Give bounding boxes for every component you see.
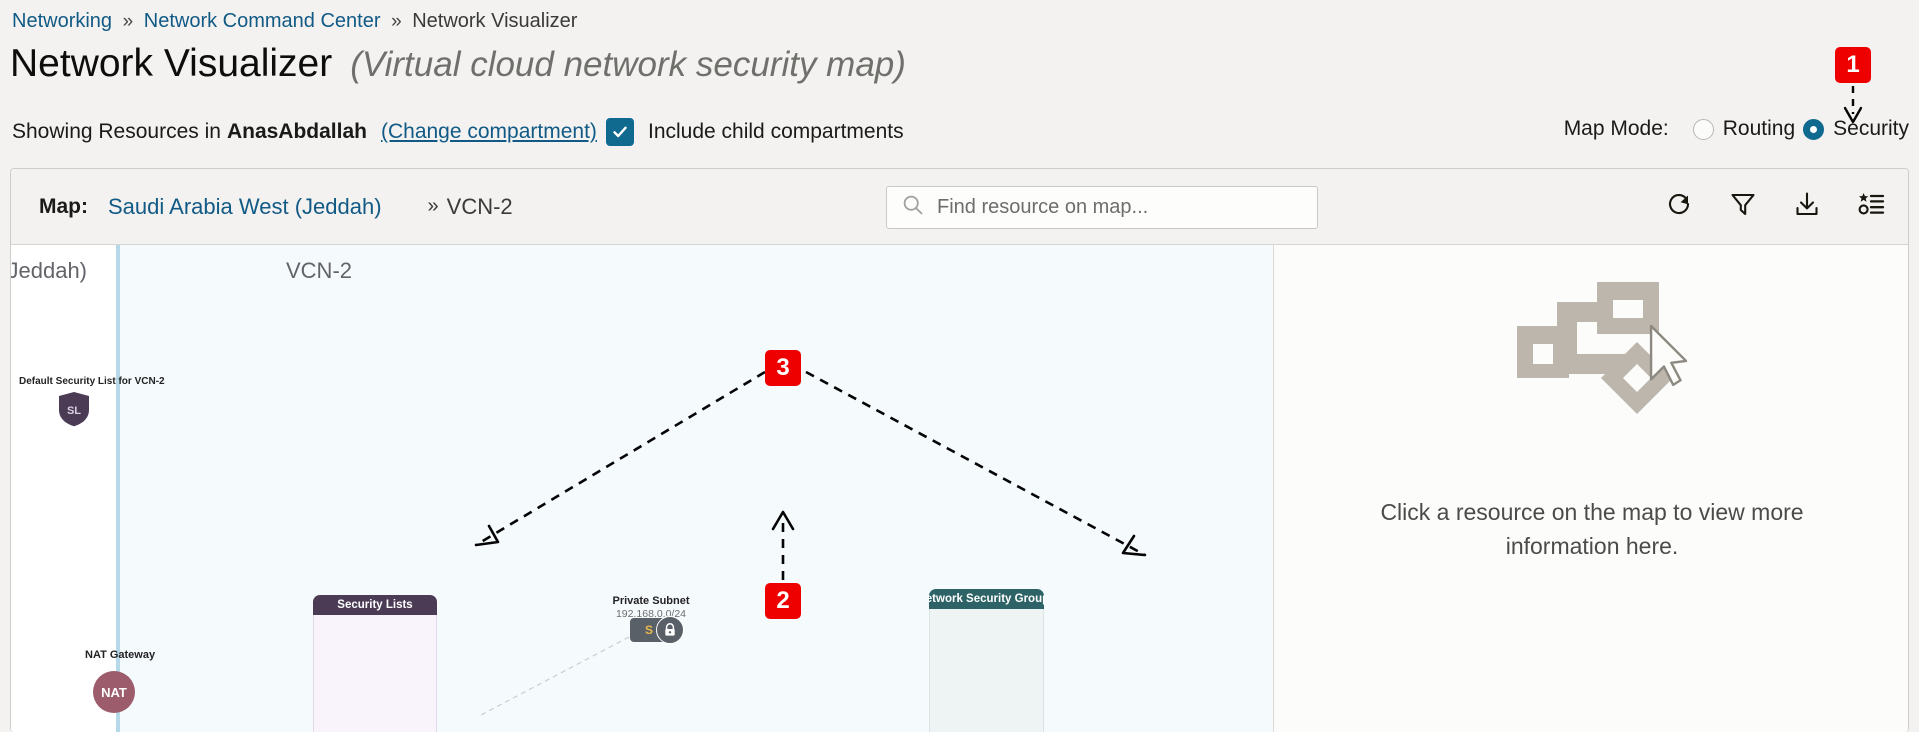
lock-icon bbox=[656, 616, 684, 644]
default-security-list-label: Default Security List for VCN-2 bbox=[19, 376, 165, 387]
search-input[interactable] bbox=[935, 195, 1275, 220]
breadcrumb-item-network-command-center[interactable]: Network Command Center bbox=[143, 10, 381, 32]
network-security-groups-card-title: Network Security Groups bbox=[929, 589, 1044, 609]
map-region-link[interactable]: Saudi Arabia West (Jeddah) bbox=[108, 193, 382, 219]
filter-icon[interactable] bbox=[1726, 185, 1760, 223]
map-breadcrumb-separator: » bbox=[427, 195, 439, 217]
compartment-name: AnasAbdallah bbox=[226, 120, 367, 143]
security-list-shield-icon[interactable]: SL bbox=[58, 391, 90, 427]
annotation-badge-1: 1 bbox=[1835, 47, 1871, 83]
region-label: a West (Jeddah) bbox=[11, 258, 88, 283]
search-icon bbox=[901, 193, 925, 222]
search-box[interactable] bbox=[886, 186, 1318, 229]
include-child-compartments-checkbox[interactable] bbox=[606, 118, 634, 146]
map-tool-icons bbox=[1662, 185, 1888, 223]
map-panel: Map: Saudi Arabia West (Jeddah) » VCN-2 bbox=[10, 168, 1909, 732]
include-child-compartments-control[interactable]: Include child compartments bbox=[606, 118, 904, 146]
breadcrumb-item-network-visualizer: Network Visualizer bbox=[412, 10, 578, 32]
compartment-prefix-label: Showing Resources in bbox=[12, 120, 221, 143]
breadcrumb: Networking » Network Command Center » Ne… bbox=[12, 8, 577, 35]
network-security-groups-card[interactable]: Network Security Groups bbox=[929, 589, 1044, 732]
legend-icon[interactable] bbox=[1854, 185, 1888, 223]
security-label: Security bbox=[1833, 117, 1909, 140]
routing-label: Routing bbox=[1722, 117, 1796, 140]
change-compartment-link[interactable]: (Change compartment) bbox=[380, 120, 597, 143]
empty-state-text: Click a resource on the map to view more… bbox=[1380, 499, 1804, 559]
map-mode-control: Map Mode: Routing Security bbox=[1564, 117, 1909, 141]
security-lists-card-title: Security Lists bbox=[313, 595, 437, 615]
page-subtitle: (Virtual cloud network security map) bbox=[350, 45, 906, 84]
download-icon[interactable] bbox=[1790, 185, 1824, 223]
map-label: Map: bbox=[39, 194, 88, 218]
map-mode-label: Map Mode: bbox=[1563, 117, 1669, 140]
subnet-badge-letter: S bbox=[645, 623, 654, 637]
map-mode-option-security[interactable]: Security bbox=[1803, 117, 1909, 141]
vcn-container bbox=[116, 245, 1273, 732]
security-radio[interactable] bbox=[1803, 118, 1825, 140]
page-title: Network Visualizer bbox=[10, 42, 333, 85]
network-security-groups-card-body bbox=[929, 609, 1044, 732]
annotation-badge-3: 3 bbox=[765, 350, 801, 386]
empty-state-topology-icon bbox=[1497, 280, 1688, 455]
nat-gateway-node[interactable]: NAT bbox=[93, 671, 135, 713]
region-container: a West (Jeddah) VCN-2 NAT Gateway NAT Se… bbox=[11, 245, 1273, 732]
svg-text:SL: SL bbox=[67, 405, 81, 417]
private-subnet-title: Private Subnet bbox=[612, 595, 690, 607]
routing-radio[interactable] bbox=[1692, 118, 1714, 140]
refresh-icon[interactable] bbox=[1662, 185, 1696, 223]
nat-gateway-label: NAT Gateway bbox=[85, 649, 156, 661]
security-lists-card[interactable]: Security Lists bbox=[313, 595, 437, 732]
breadcrumb-separator: » bbox=[391, 11, 402, 32]
security-lists-card-body bbox=[313, 615, 437, 732]
vcn-label: VCN-2 bbox=[286, 258, 353, 283]
annotation-badge-2: 2 bbox=[765, 583, 801, 619]
resource-info-panel: Click a resource on the map to view more… bbox=[1273, 245, 1908, 732]
map-mode-option-routing[interactable]: Routing bbox=[1692, 117, 1796, 141]
include-child-compartments-label: Include child compartments bbox=[648, 120, 904, 143]
compartment-selector: Showing Resources in AnasAbdallah (Chang… bbox=[12, 118, 597, 146]
page-header: Network Visualizer (Virtual cloud networ… bbox=[10, 38, 906, 91]
breadcrumb-item-networking[interactable]: Networking bbox=[12, 10, 113, 32]
map-toolbar: Map: Saudi Arabia West (Jeddah) » VCN-2 bbox=[11, 169, 1908, 245]
breadcrumb-separator: » bbox=[122, 11, 134, 32]
map-vcn-label: VCN-2 bbox=[446, 193, 513, 219]
map-canvas[interactable]: a West (Jeddah) VCN-2 NAT Gateway NAT Se… bbox=[11, 245, 1908, 732]
